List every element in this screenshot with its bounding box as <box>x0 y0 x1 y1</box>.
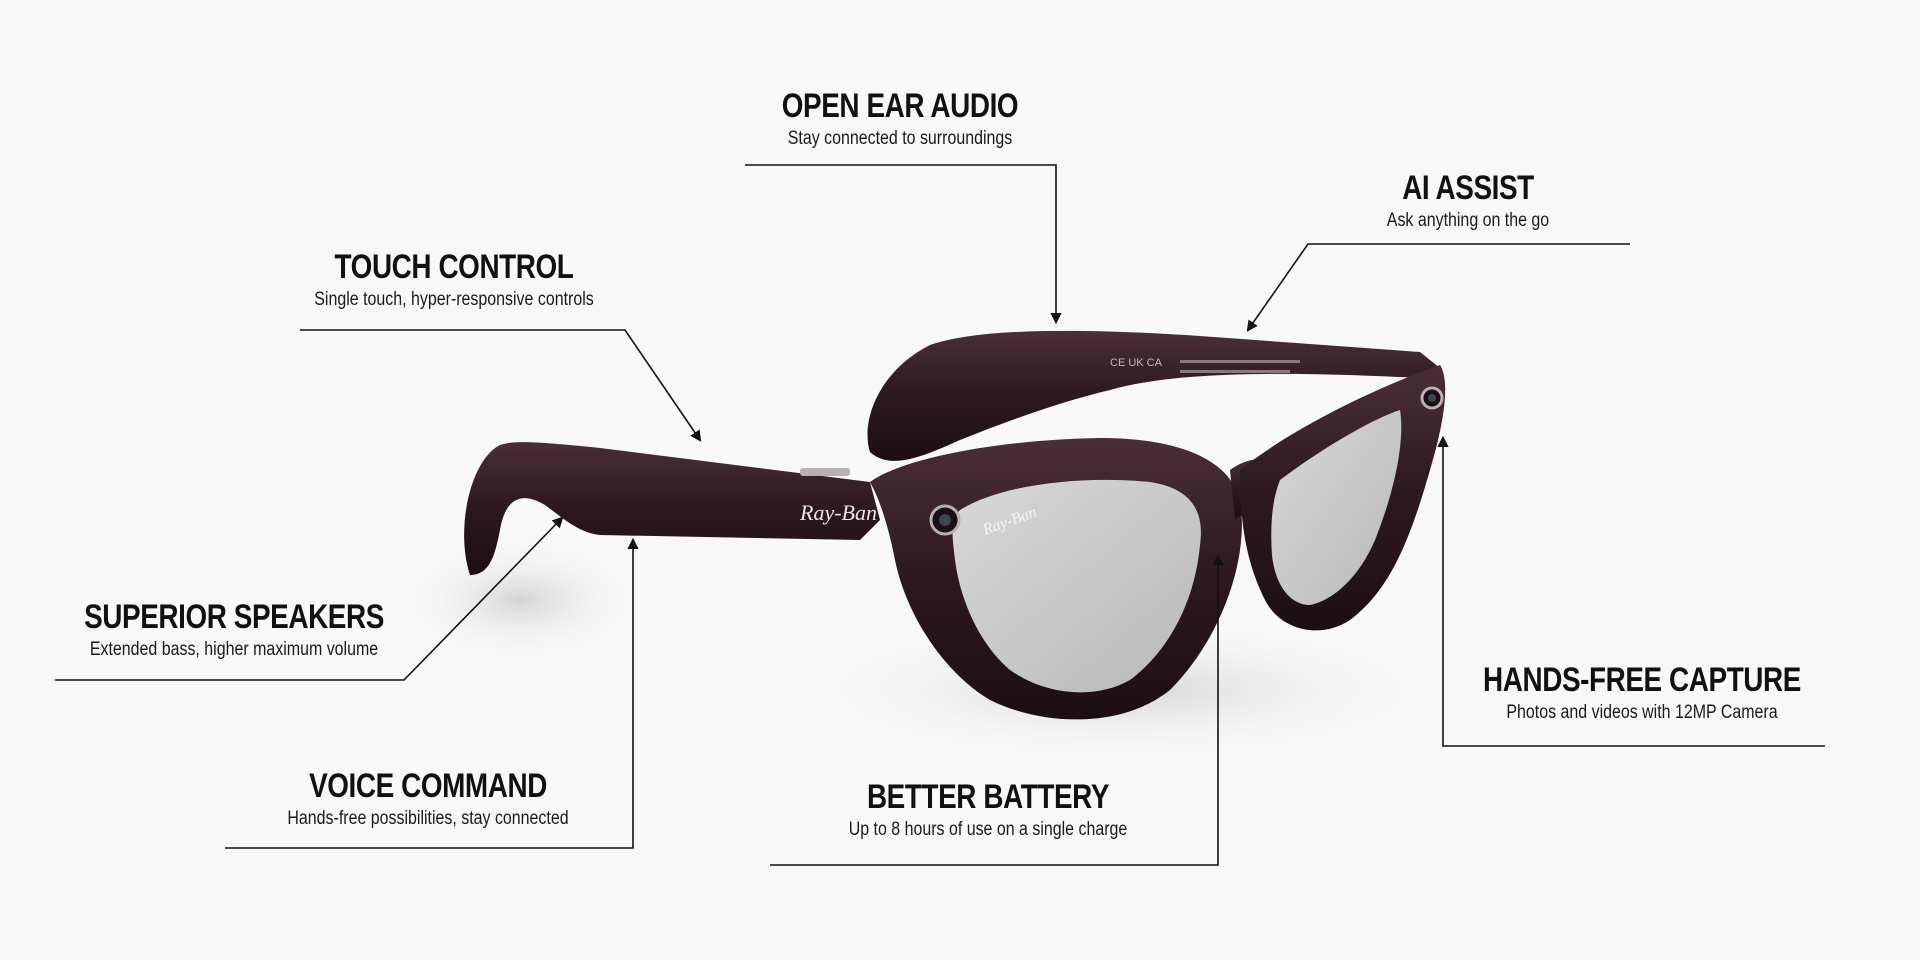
leader-line-hands-free-capture <box>1437 435 1825 747</box>
left-temple-arm <box>464 442 880 575</box>
feature-description: Single touch, hyper-responsive controls <box>314 289 594 310</box>
feature-title: VOICE COMMAND <box>309 767 547 805</box>
feature-open-ear-audio: OPEN EAR AUDIO Stay connected to surroun… <box>680 86 1120 152</box>
feature-touch-control: TOUCH CONTROL Single touch, hyper-respon… <box>254 247 654 313</box>
feature-hands-free-capture: HANDS-FREE CAPTURE Photos and videos wit… <box>1432 660 1852 726</box>
feature-description: Stay connected to surroundings <box>787 128 1013 149</box>
feature-description: Hands-free possibilities, stay connected <box>287 808 569 829</box>
feature-voice-command: VOICE COMMAND Hands-free possibilities, … <box>228 766 628 832</box>
temple-fine-print <box>1180 370 1290 373</box>
feature-description: Photos and videos with 12MP Camera <box>1506 702 1778 723</box>
feature-ai-assist: AI ASSIST Ask anything on the go <box>1288 168 1648 234</box>
feature-title: SUPERIOR SPEAKERS <box>84 598 384 636</box>
feature-title: AI ASSIST <box>1402 169 1534 207</box>
hinge <box>800 468 850 476</box>
leader-line-touch-control <box>300 329 702 442</box>
right-temple-arm <box>867 330 1440 461</box>
leader-line-better-battery <box>770 553 1224 866</box>
brand-logo: Ray-Ban <box>799 500 877 525</box>
feature-better-battery: BETTER BATTERY Up to 8 hours of use on a… <box>788 777 1188 843</box>
feature-title: TOUCH CONTROL <box>334 248 574 286</box>
feature-description: Extended bass, higher maximum volume <box>89 639 379 660</box>
feature-title: OPEN EAR AUDIO <box>781 87 1019 125</box>
left-lens <box>952 479 1201 693</box>
leader-line-voice-command <box>225 537 639 849</box>
feature-description: Ask anything on the go <box>1386 210 1550 231</box>
camera-lens-left-inner <box>939 514 951 526</box>
right-lens <box>1271 410 1402 605</box>
feature-description: Up to 8 hours of use on a single charge <box>848 819 1128 840</box>
camera-lens-right-inner <box>1428 394 1436 402</box>
leader-line-ai-assist <box>1246 243 1630 332</box>
feature-title: HANDS-FREE CAPTURE <box>1483 661 1801 699</box>
temple-markings: CE UK CA <box>1110 357 1163 369</box>
leader-line-superior-speakers <box>55 516 564 681</box>
leader-line-open-ear-audio <box>745 164 1062 325</box>
feature-title: BETTER BATTERY <box>866 778 1110 816</box>
feature-superior-speakers: SUPERIOR SPEAKERS Extended bass, higher … <box>34 597 434 663</box>
floor-shadow <box>400 540 640 660</box>
temple-fine-print <box>1180 360 1300 363</box>
